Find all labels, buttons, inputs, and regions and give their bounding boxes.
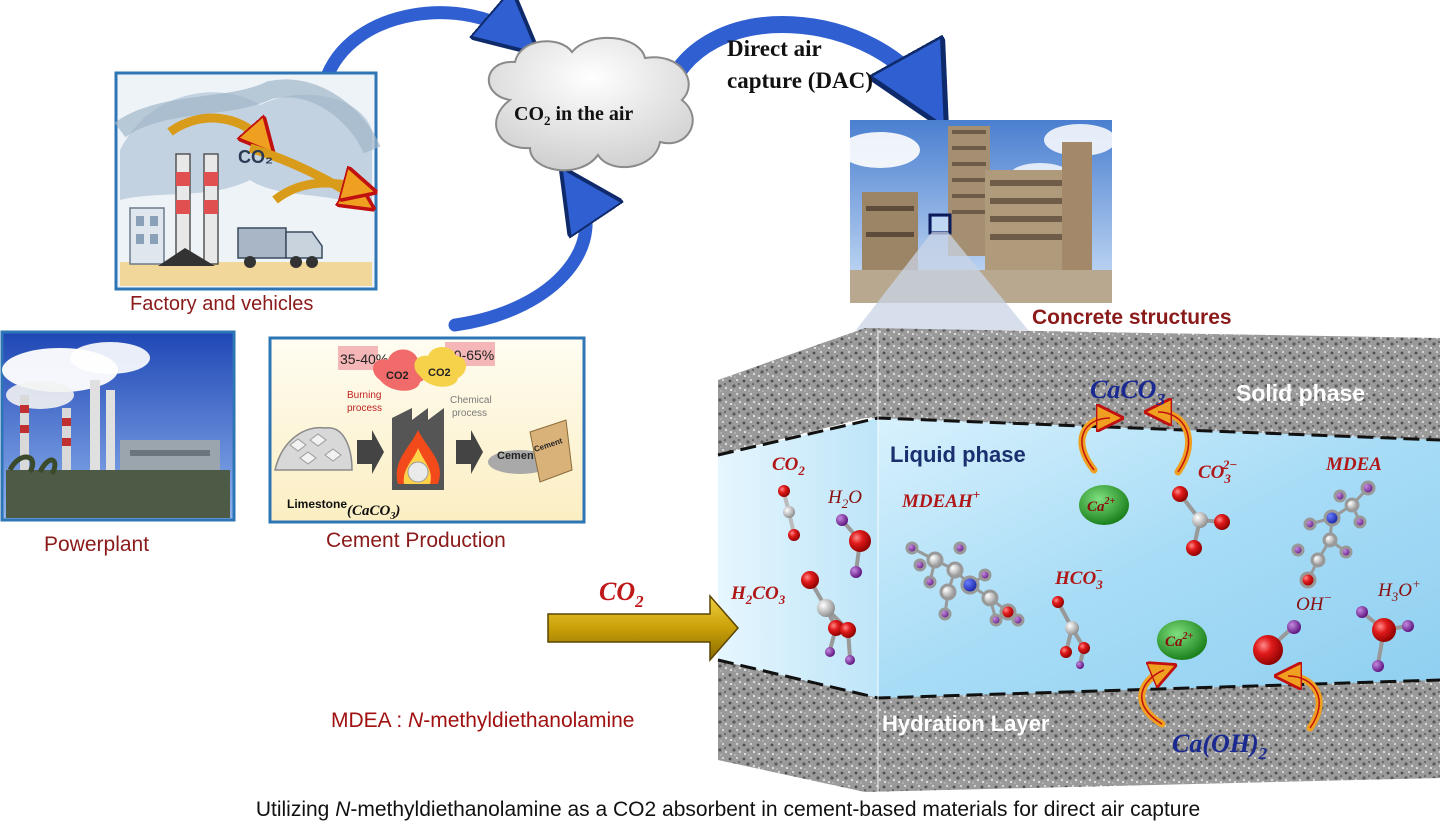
- hydration-layer-label: Hydration Layer: [882, 711, 1050, 736]
- concrete-building-photo: [840, 120, 1116, 303]
- mdea-label: MDEA: [1325, 454, 1382, 475]
- mdea-definition: MDEA : N-methyldiethanolamine: [331, 709, 635, 732]
- factory-illustration: CO₂: [114, 71, 376, 291]
- powerplant-caption: Powerplant: [44, 533, 149, 556]
- co3-molecule: [1172, 486, 1230, 556]
- oh-label: OH−: [1296, 590, 1332, 615]
- co2-inflow-label: CO2: [599, 577, 644, 611]
- cement-caption: Cement Production: [326, 529, 506, 552]
- h2o-label: H2O: [827, 487, 862, 511]
- concrete-top-face: [718, 328, 1440, 455]
- solid-phase-label: Solid phase: [1236, 380, 1365, 406]
- caoh2-label: Ca(OH)2: [1172, 729, 1268, 763]
- limestone-formula: (CaCO3): [347, 503, 400, 522]
- caco3-label: CaCO3: [1090, 375, 1165, 409]
- mdea-molecule: [1291, 480, 1376, 589]
- factory-to-cloud-arrow: [318, 13, 520, 89]
- svg-text:CO2 in the air: CO2 in the air: [514, 103, 633, 128]
- cycle-arrows: [318, 13, 930, 332]
- factory-co2-text: CO₂: [238, 147, 273, 167]
- zoom-beam: [856, 232, 1028, 330]
- svg-text:Ca2+: Ca2+: [1165, 631, 1194, 650]
- cement-production-illustration: 35-40% 60-65% CO2 CO2 Burning process Ch…: [268, 336, 586, 524]
- h2co3-molecule: [801, 571, 856, 665]
- hco3-label: HCO3−: [1054, 563, 1103, 592]
- h2o-molecule: [836, 514, 871, 578]
- co2-molecule: [778, 485, 800, 541]
- co2-air-cloud: CO2 in the air: [487, 36, 694, 172]
- cement-to-cloud-arrow: [448, 188, 586, 332]
- powerplant-photo: [0, 330, 236, 522]
- h3o-label: H3O+: [1377, 576, 1421, 604]
- cement-cloud-2-text: CO2: [428, 367, 451, 379]
- mdeah-molecule: [905, 541, 1025, 627]
- cement-cloud-1-text: CO2: [386, 370, 409, 382]
- mdeah-label: MDEAH+: [901, 487, 980, 512]
- h2co3-label: H2CO3: [730, 583, 786, 607]
- figure-caption: Utilizing N-methyldiethanolamine as a CO…: [255, 798, 1201, 821]
- liquid-phase-label: Liquid phase: [890, 442, 1026, 467]
- burning-process-label: Burning process: [347, 390, 384, 414]
- concrete-structures-title: Concrete structures: [1032, 306, 1232, 329]
- calcium-ion-1: Ca2+: [1079, 485, 1129, 525]
- co2-species-label: CO2: [772, 454, 805, 478]
- factory-caption: Factory and vehicles: [130, 293, 313, 315]
- cement-product-label: Cement: [497, 450, 538, 462]
- co3-label: CO32−: [1198, 457, 1237, 486]
- svg-text:Ca2+: Ca2+: [1087, 496, 1116, 515]
- dac-label: Direct air capture (DAC): [727, 36, 873, 93]
- reaction-arrows-outline: [1081, 411, 1320, 729]
- calcium-ion-2: Ca2+: [1157, 620, 1207, 660]
- limestone-label: Limestone: [287, 497, 347, 511]
- co2-inflow-arrow: [547, 594, 739, 662]
- cloud-to-building-arrow: [656, 16, 930, 100]
- h3o-molecule: [1356, 606, 1414, 672]
- oh-molecule: [1253, 620, 1301, 665]
- chemical-process-label: Chemical process: [450, 395, 494, 419]
- hco3-molecule: [1052, 596, 1090, 669]
